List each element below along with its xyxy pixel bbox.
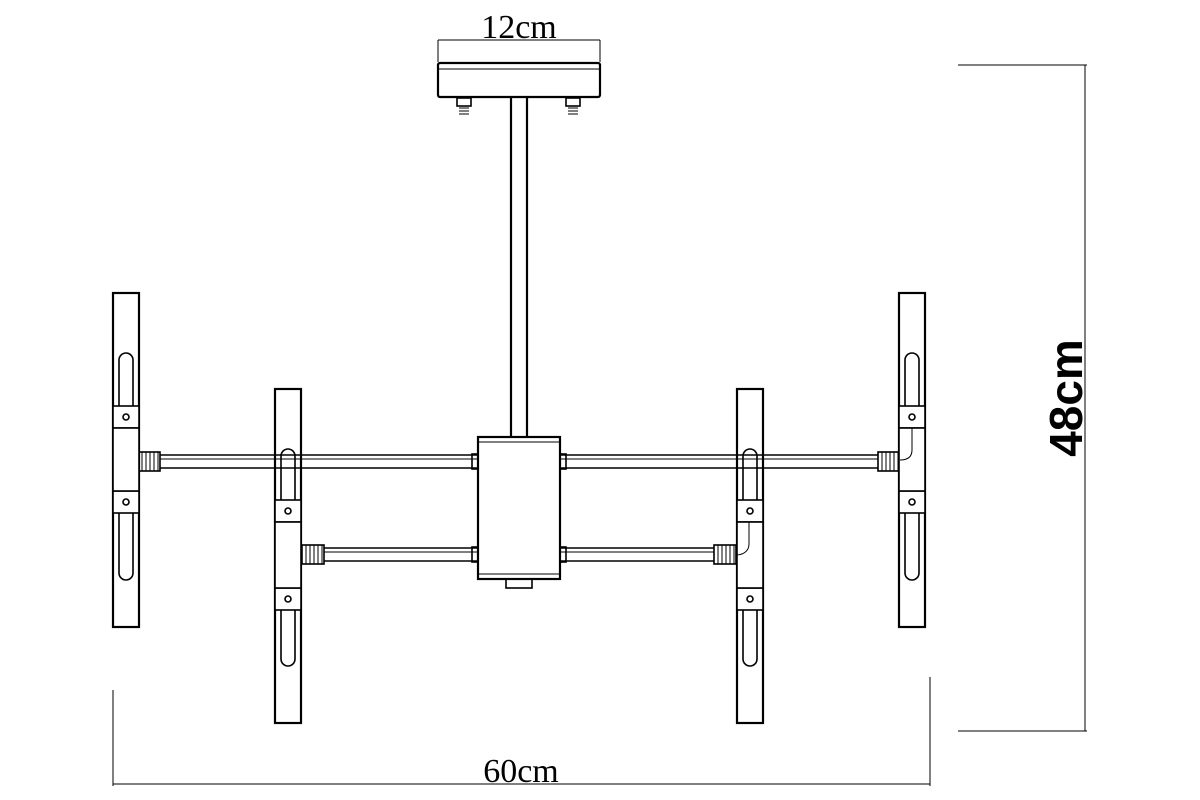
total-width-label: 60cm <box>483 753 559 790</box>
lower-arm-left <box>301 544 479 565</box>
ceiling-canopy <box>436 61 602 115</box>
light-bar-outer-left <box>111 291 141 629</box>
canopy-screw-right <box>565 97 581 115</box>
canopy-width-dimension: 12cm <box>437 9 601 62</box>
central-hub <box>476 435 562 589</box>
canopy-width-label: 12cm <box>481 9 557 46</box>
light-bar-outer-right <box>897 291 927 629</box>
light-bar-inner-right <box>735 387 765 725</box>
down-rod <box>509 98 529 437</box>
total-width-dimension: 60cm <box>112 677 931 790</box>
total-height-label: 48cm <box>1040 339 1092 457</box>
lower-arm-right <box>559 513 750 565</box>
total-height-dimension: 48cm <box>958 64 1092 732</box>
upper-arm-right <box>559 418 913 472</box>
canopy-screw-left <box>456 97 472 115</box>
upper-arm-left <box>137 451 479 472</box>
light-bar-inner-left <box>273 387 303 725</box>
